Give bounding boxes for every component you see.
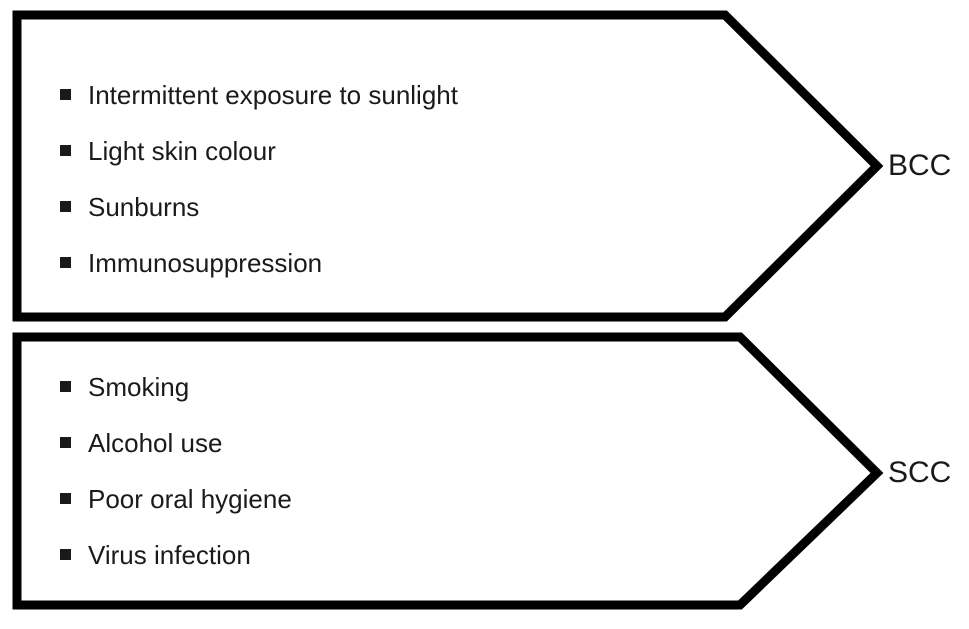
arrow-shape-bcc bbox=[12, 10, 884, 322]
risk-factor-arrow-scc: Smoking Alcohol use Poor oral hygiene Vi… bbox=[0, 320, 890, 629]
list-item-label: Virus infection bbox=[88, 540, 251, 570]
list-item: Alcohol use bbox=[60, 430, 700, 456]
list-item-label: Smoking bbox=[88, 372, 190, 402]
list-item-label: Sunburns bbox=[88, 192, 200, 222]
list-item-label: Poor oral hygiene bbox=[88, 484, 292, 514]
list-item-label: Intermittent exposure to sunlight bbox=[88, 80, 458, 110]
risk-factor-arrow-bcc: Intermittent exposure to sunlight Light … bbox=[0, 0, 890, 330]
list-item: Smoking bbox=[60, 374, 700, 400]
list-item: Poor oral hygiene bbox=[60, 486, 700, 512]
list-item-label: Alcohol use bbox=[88, 428, 223, 458]
filled-square-bullet-icon bbox=[60, 381, 71, 392]
filled-square-bullet-icon bbox=[60, 437, 71, 448]
list-item-label: Immunosuppression bbox=[88, 248, 323, 278]
arrow-shape-scc bbox=[12, 332, 884, 610]
list-item: Intermittent exposure to sunlight bbox=[60, 82, 700, 108]
risk-factor-list-scc: Smoking Alcohol use Poor oral hygiene Vi… bbox=[60, 374, 700, 568]
outcome-label-bcc: BCC bbox=[888, 149, 952, 182]
filled-square-bullet-icon bbox=[60, 201, 71, 212]
filled-square-bullet-icon bbox=[60, 89, 71, 100]
list-item: Sunburns bbox=[60, 194, 700, 220]
filled-square-bullet-icon bbox=[60, 257, 71, 268]
list-item: Virus infection bbox=[60, 542, 700, 568]
filled-square-bullet-icon bbox=[60, 145, 71, 156]
list-item: Light skin colour bbox=[60, 138, 700, 164]
risk-factor-list-bcc: Intermittent exposure to sunlight Light … bbox=[60, 82, 700, 276]
list-item-label: Light skin colour bbox=[88, 136, 276, 166]
list-item: Immunosuppression bbox=[60, 250, 700, 276]
filled-square-bullet-icon bbox=[60, 493, 71, 504]
outcome-label-scc: SCC bbox=[888, 456, 952, 489]
filled-square-bullet-icon bbox=[60, 549, 71, 560]
